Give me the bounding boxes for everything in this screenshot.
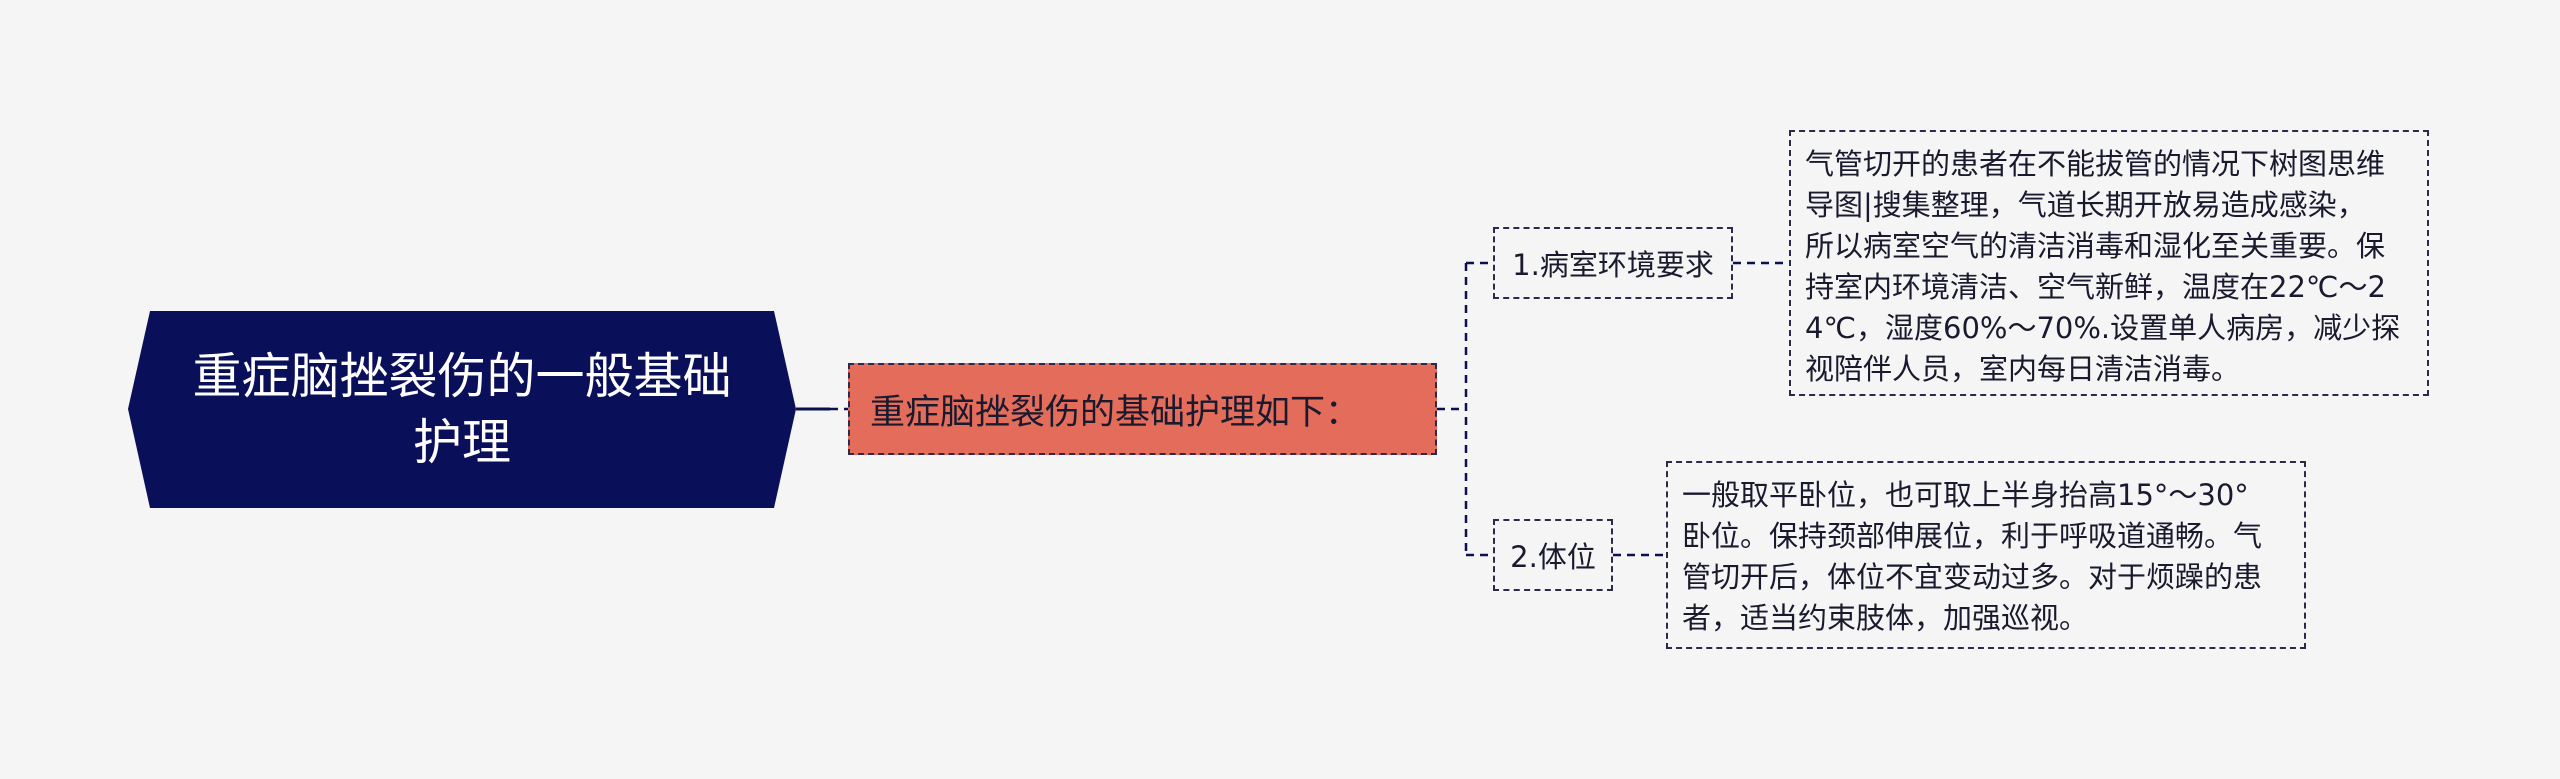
root-topic[interactable]: 重症脑挫裂伤的一般基础 护理 bbox=[128, 311, 796, 508]
root-line-2: 护理 bbox=[412, 413, 511, 471]
subtopic-label: 重症脑挫裂伤的基础护理如下： bbox=[870, 392, 1361, 433]
detail-line: 气管切开的患者在不能拔管的情况下树图思维 bbox=[1805, 147, 2386, 181]
branch-label-position: 2.体位 bbox=[1510, 540, 1596, 574]
subtopic-node[interactable]: 重症脑挫裂伤的基础护理如下： bbox=[848, 363, 1437, 455]
root-hexagon-shape bbox=[128, 311, 796, 508]
detail-line: 4℃，湿度60%～70%.设置单人病房，减少探 bbox=[1805, 311, 2401, 345]
detail-line: 一般取平卧位，也可取上半身抬高15°～30° bbox=[1682, 478, 2249, 512]
detail-line: 卧位。保持颈部伸展位，利于呼吸道通畅。气 bbox=[1682, 519, 2263, 553]
detail-line: 持室内环境清洁、空气新鲜，温度在22℃～2 bbox=[1805, 270, 2386, 304]
detail-node-environment[interactable]: 气管切开的患者在不能拔管的情况下树图思维 导图|搜集整理，气道长期开放易造成感染… bbox=[1789, 130, 2429, 396]
detail-line: 导图|搜集整理，气道长期开放易造成感染， bbox=[1805, 188, 2366, 222]
detail-line: 者，适当约束肢体，加强巡视。 bbox=[1682, 601, 2089, 635]
detail-line: 所以病室空气的清洁消毒和湿化至关重要。保 bbox=[1805, 229, 2386, 263]
detail-line: 管切开后，体位不宜变动过多。对于烦躁的患 bbox=[1682, 560, 2263, 594]
branch-label-environment: 1.病室环境要求 bbox=[1512, 248, 1714, 282]
branch-node-environment[interactable]: 1.病室环境要求 bbox=[1493, 227, 1733, 299]
root-line-1: 重症脑挫裂伤的一般基础 bbox=[192, 347, 732, 405]
branch-node-position[interactable]: 2.体位 bbox=[1493, 519, 1613, 591]
detail-node-position[interactable]: 一般取平卧位，也可取上半身抬高15°～30° 卧位。保持颈部伸展位，利于呼吸道通… bbox=[1666, 461, 2306, 649]
detail-line: 视陪伴人员，室内每日清洁消毒。 bbox=[1805, 352, 2241, 386]
root-topic-label: 重症脑挫裂伤的一般基础 护理 bbox=[167, 344, 757, 476]
